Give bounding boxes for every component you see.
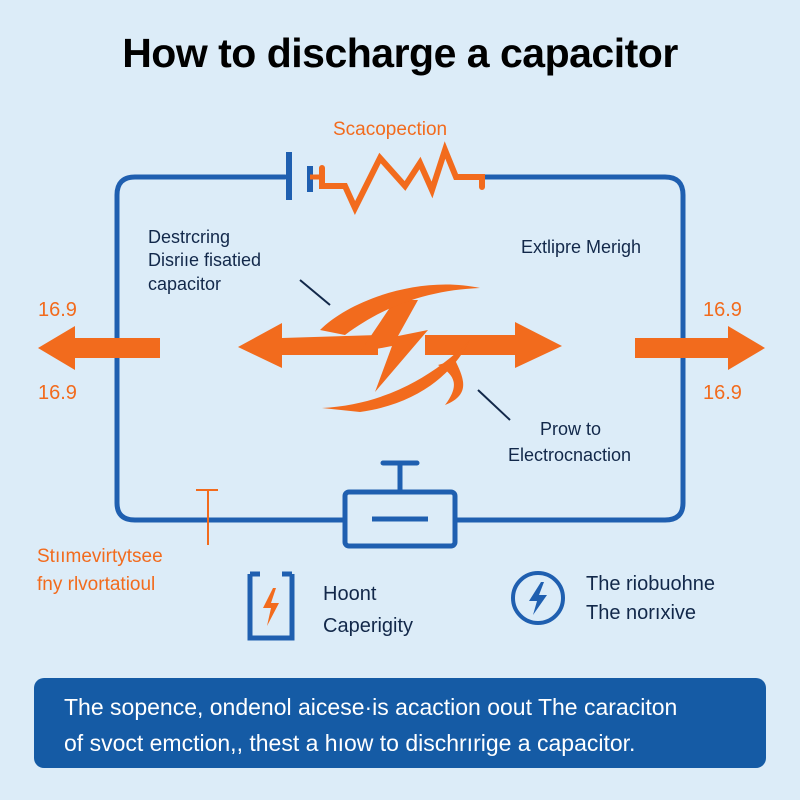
resistor-symbol <box>319 141 485 215</box>
left-top-label: Destrcring Disriıe fisatied capacitor <box>148 226 261 296</box>
left-top-label-line-2: Disriıe fisatied <box>148 250 262 271</box>
footer-banner: The sopence, ondenol aicese·is acaction … <box>34 678 766 768</box>
value-left-bottom: 16.9 <box>38 382 77 404</box>
value-left-top: 16.9 <box>38 299 77 321</box>
footer-line-1: The sopence, ondenol aicese·is acaction … <box>64 694 678 720</box>
left-bottom-label: Stıımevirtytsee fny rlvortatioul <box>37 543 163 598</box>
right-top-label: Extlipre Merigh <box>521 237 642 257</box>
legend-item-2-line-2: The norıxive <box>586 602 697 624</box>
discharge-swoosh-bottom <box>322 340 470 412</box>
value-right-top: 16.9 <box>703 299 742 321</box>
lightning-box-icon <box>247 571 295 641</box>
lightning-bolt-icon <box>360 300 428 392</box>
left-bottom-label-line-2: fny rlvortatioul <box>37 573 156 595</box>
legend-item-1: Hoont Caperigity <box>323 578 413 642</box>
center-bottom-label-line-1: Prow to <box>540 419 602 439</box>
right-inner-arrow <box>425 322 562 368</box>
legend-item-2: The riobuohne The norıxive <box>586 570 715 628</box>
left-bottom-label-line-1: Stıımevirtytsee <box>37 546 163 567</box>
legend-item-1-line-2: Caperigity <box>323 615 414 637</box>
discharge-swoosh-top <box>320 284 480 335</box>
pointer-line-left <box>299 279 331 306</box>
left-top-label-line-1: Destrcring <box>148 227 231 247</box>
page-title: How to discharge a capacitor <box>122 30 678 76</box>
footer-line-2: of svoct emction,, thest a hıow to disch… <box>64 729 636 756</box>
center-bottom-label: Prow to Electrocnaction <box>508 416 631 468</box>
left-outer-arrow <box>38 326 160 370</box>
pointer-line-center <box>477 389 511 421</box>
resistor-label: Scacopection <box>333 119 448 140</box>
left-top-label-line-3: capacitor <box>148 273 222 294</box>
lightning-circle-icon <box>511 571 565 625</box>
right-outer-arrow <box>635 326 765 370</box>
value-right-bottom: 16.9 <box>703 382 742 404</box>
legend-item-1-line-1: Hoont <box>323 583 377 605</box>
discharge-swoosh-right <box>438 360 464 405</box>
center-bottom-label-line-2: Electrocnaction <box>508 445 632 466</box>
legend-item-2-line-1: The riobuohne <box>586 573 715 595</box>
left-inner-arrow <box>238 323 378 368</box>
